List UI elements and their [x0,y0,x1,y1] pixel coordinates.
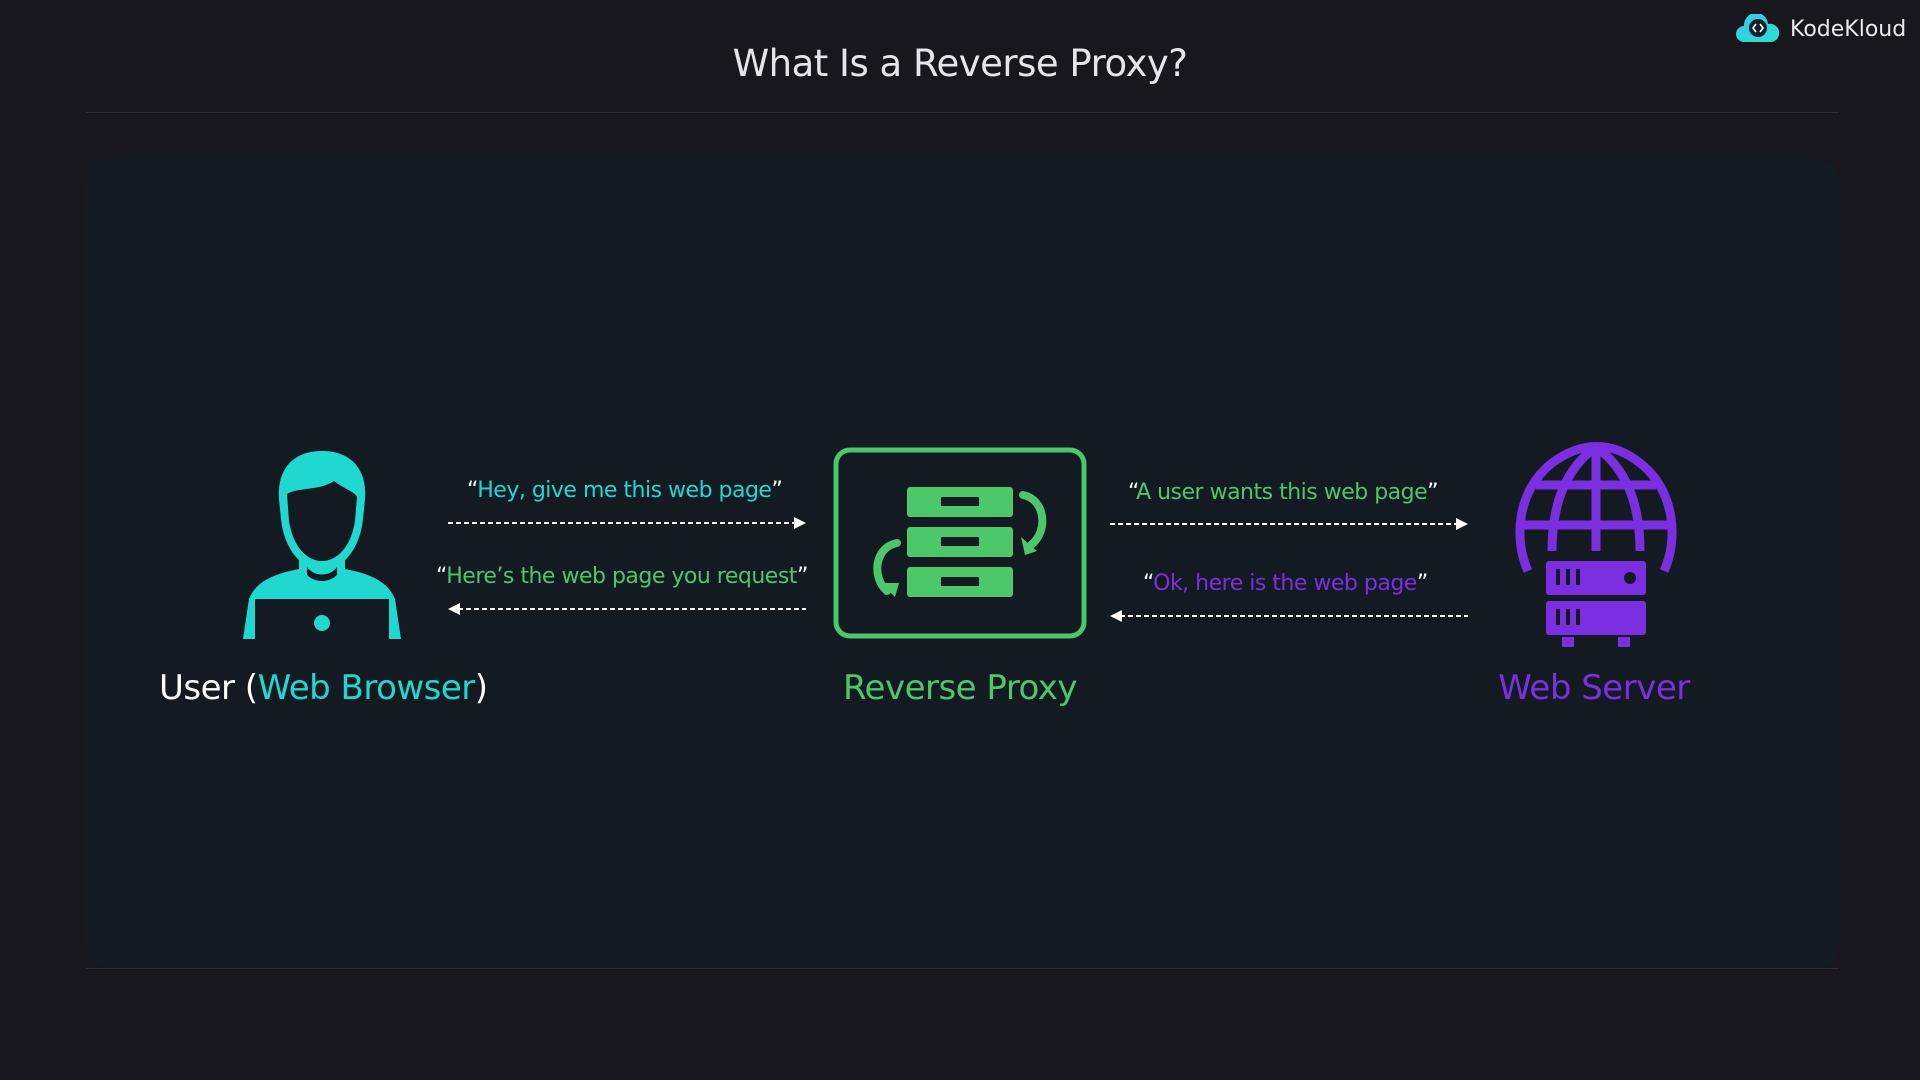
quote-close: ” [796,564,808,589]
header-divider [86,112,1839,113]
quote-open: “ [467,478,478,503]
quote-open: “ [1143,571,1154,596]
message-request-to-proxy: “Hey, give me this web page” [467,478,783,503]
message-text: A user wants this web page [1136,480,1428,505]
message-text: Hey, give me this web page [477,478,772,503]
message-response-to-proxy: “Ok, here is the web page” [1143,571,1428,596]
proxy-label: Reverse Proxy [842,668,1078,708]
quote-open: “ [1128,480,1137,505]
page-title: What Is a Reverse Proxy? [732,42,1188,85]
cloud-logo-icon [1736,14,1780,42]
arrow-right-to-server [1110,518,1468,530]
message-text: Ok, here is the web page [1153,571,1417,596]
message-text: Here’s the web page you request [446,564,797,589]
arrow-left-to-proxy [1110,610,1468,622]
web-server-globe-icon [1515,442,1677,647]
user-label-prefix: User ( [159,668,258,708]
brand-logo: KodeKloud [1736,14,1906,44]
quote-close: ” [1427,480,1439,505]
message-response-to-user: “Here’s the web page you request” [436,564,808,589]
message-request-to-server: “A user wants this web page” [1128,480,1439,505]
user-laptop-icon [243,451,401,639]
arrow-left-to-user [448,603,806,615]
arrow-right-to-proxy [448,517,806,529]
user-label-suffix: ) [474,668,488,708]
user-label: User (Web Browser) [159,668,488,708]
user-label-highlight: Web Browser [257,668,476,708]
quote-close: ” [771,478,783,503]
brand-name: KodeKloud [1790,16,1907,42]
quote-open: “ [436,564,447,589]
server-label: Web Server [1498,668,1690,708]
quote-close: ” [1416,571,1428,596]
reverse-proxy-icon [833,447,1087,639]
footer-divider [86,968,1839,969]
